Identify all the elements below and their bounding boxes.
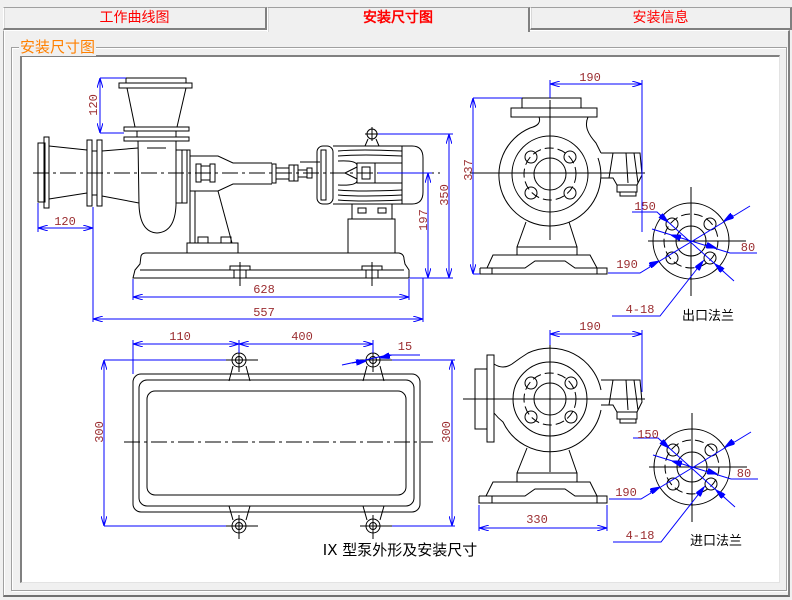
pump-end-view-inlet: 190 330 xyxy=(463,320,645,531)
outlet-flange-bolt-circle: 150 xyxy=(634,200,656,214)
side-view-dimensions: 120 120 628 557 197 350 xyxy=(37,77,453,322)
dim-overall-length: 557 xyxy=(253,306,275,320)
inlet-flange-side xyxy=(37,136,140,209)
bearing-bracket xyxy=(175,149,272,254)
dim-base-length: 628 xyxy=(253,283,275,297)
terminal-box xyxy=(356,162,376,184)
inlet-flange-bolt-holes: 4-18 xyxy=(626,529,655,543)
dim-inlet-length: 120 xyxy=(54,215,76,229)
outlet-flange-bore: 80 xyxy=(741,241,755,255)
dim-inlet-view-offset: 190 xyxy=(579,320,601,334)
outlet-end-view-dimensions: 337 190 xyxy=(462,71,643,275)
inlet-flange-detail: 150 190 80 4-18 进口法兰 xyxy=(609,413,758,549)
inlet-flange-outer-diameter: 190 xyxy=(615,486,637,500)
dim-bolt-hole: 15 xyxy=(398,340,412,354)
pump-casing-side xyxy=(118,77,193,234)
dim-end-view-height: 337 xyxy=(462,159,476,181)
motor xyxy=(316,127,424,254)
dim-edge-to-bolt: 110 xyxy=(169,330,191,344)
lifting-eye-icon xyxy=(364,127,380,147)
dim-base-width: 330 xyxy=(526,513,548,527)
tab-performance-curve[interactable]: 工作曲线图 xyxy=(3,7,267,30)
dim-overall-height: 350 xyxy=(438,184,452,206)
installation-dimensions-groupbox xyxy=(11,47,787,591)
dim-shaft-height: 197 xyxy=(417,209,431,231)
groupbox-title: 安装尺寸图 xyxy=(19,38,97,56)
outlet-flange-bolt-holes: 4-18 xyxy=(626,303,655,317)
tab-installation-dimensions[interactable]: 安装尺寸图 xyxy=(267,7,530,32)
pump-end-view-outlet: 337 190 xyxy=(462,71,645,275)
inlet-flange-bolt-circle: 150 xyxy=(637,428,659,442)
outlet-flange-outer-diameter: 190 xyxy=(616,258,638,272)
base-plan-view: 110 400 15 300 300 xyxy=(93,330,455,539)
drawing-caption: IX 型泵外形及安装尺寸 xyxy=(323,541,477,559)
inlet-flange-title: 进口法兰 xyxy=(690,534,742,549)
dim-outlet-height: 120 xyxy=(87,94,101,116)
inlet-flange-bore: 80 xyxy=(737,467,751,481)
tab-installation-info[interactable]: 安装信息 xyxy=(530,7,792,30)
motor-pedestal xyxy=(347,218,396,254)
pump-side-view: 120 120 628 557 197 350 xyxy=(33,77,453,322)
base-frame xyxy=(132,252,410,286)
dim-end-view-offset: 190 xyxy=(579,71,601,85)
outlet-flange-detail: 150 190 80 4-18 出口法兰 xyxy=(608,187,757,324)
anchor-bolt-lugs xyxy=(226,351,392,539)
outlet-flange-title: 出口法兰 xyxy=(682,309,734,324)
plan-view-dimensions: 110 400 15 300 300 xyxy=(93,330,455,527)
dim-bolt-spacing: 400 xyxy=(291,330,313,344)
dim-width-left: 300 xyxy=(93,421,107,443)
dim-width-right: 300 xyxy=(440,421,454,443)
inlet-end-view-dimensions: 190 330 xyxy=(478,320,643,531)
